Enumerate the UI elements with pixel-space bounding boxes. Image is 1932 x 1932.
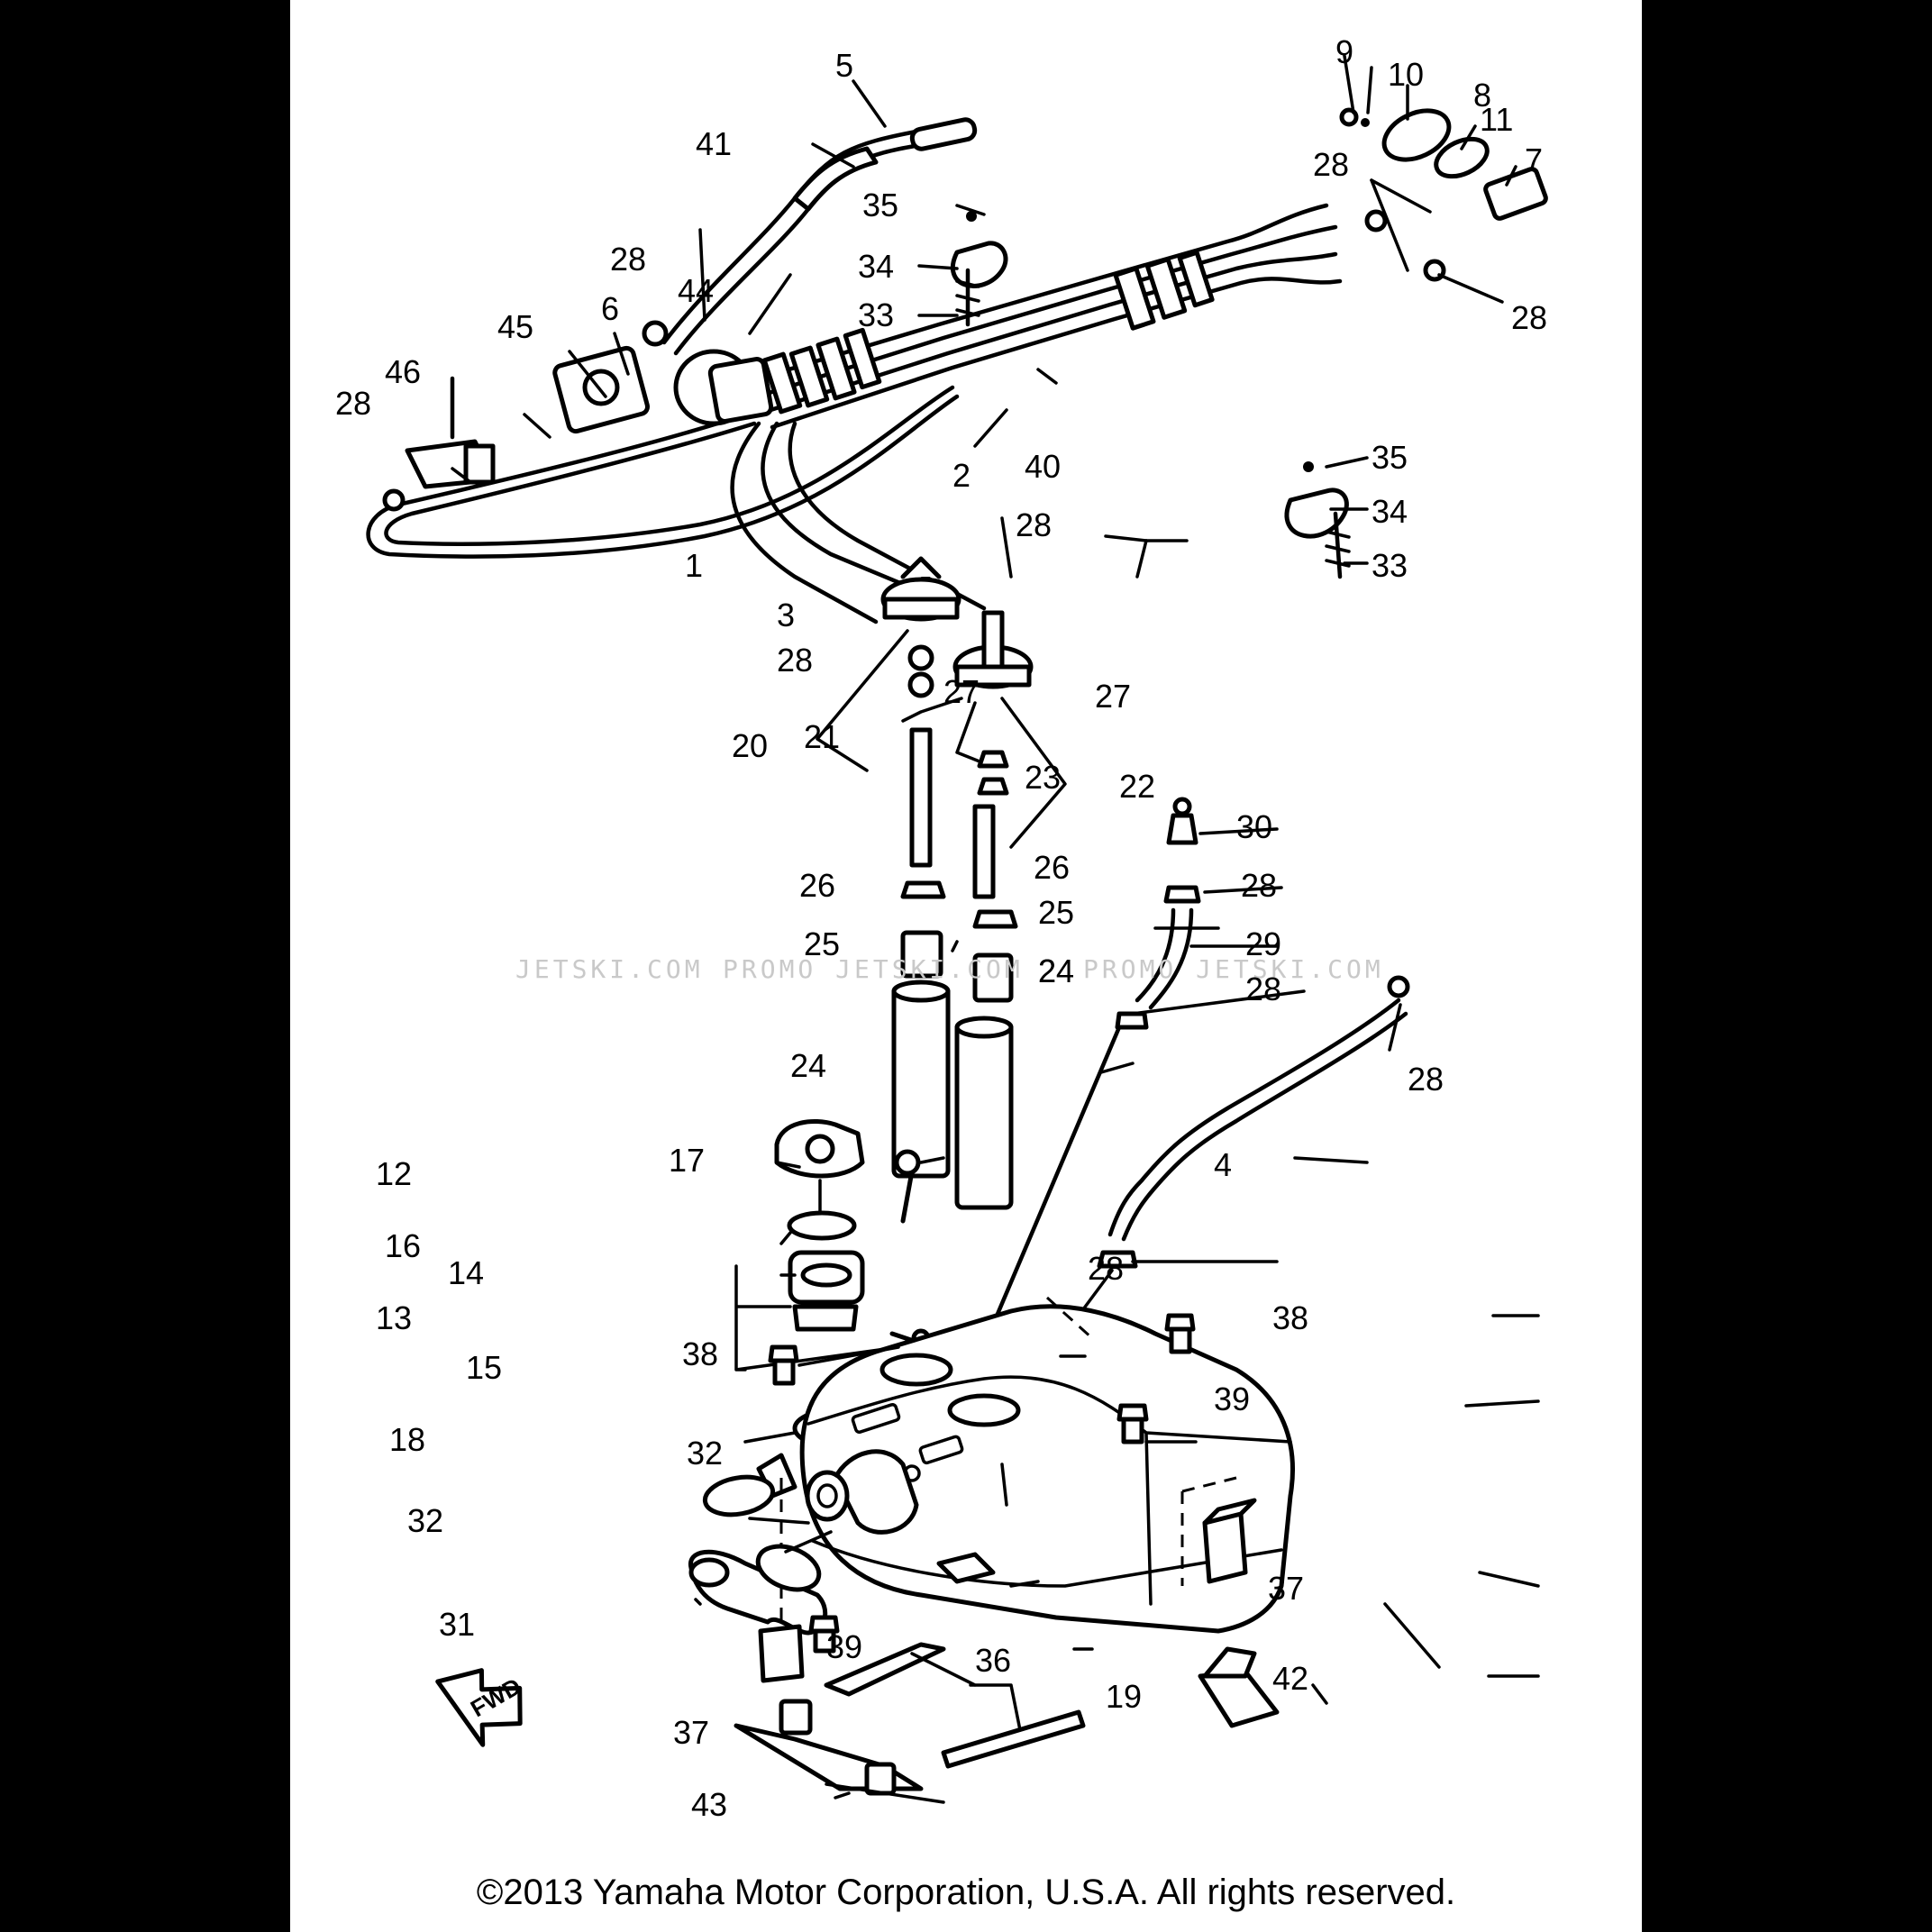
callout-38a: 38 [1272,1299,1308,1336]
callout-4: 4 [1214,1146,1232,1183]
watermark-right: PROMO JETSKI.COM [1083,954,1384,984]
callout-37b: 37 [673,1714,709,1751]
callout-18: 18 [389,1421,425,1458]
callout-11: 11 [1480,101,1513,138]
check-valve-left [880,556,961,698]
callout-34b: 34 [1372,493,1408,530]
callout-14: 14 [448,1254,484,1291]
pipe-left [909,727,933,868]
callout-46: 46 [385,353,421,390]
callout-7: 7 [1525,141,1543,178]
grommets-and-screens [891,880,1018,1210]
callout-16: 16 [385,1227,421,1264]
fuel-tank-exploded-view: FWD [335,33,1548,1823]
callout-44: 44 [678,272,714,309]
callout-27a: 27 [943,673,980,710]
callout-22: 22 [1119,768,1155,805]
copyright-notice: ©2013 Yamaha Motor Corporation, U.S.A. A… [476,1873,1456,1912]
callout-29: 29 [1245,925,1281,962]
callout-9: 9 [1335,33,1353,70]
callout-6: 6 [601,290,619,327]
callout-28h: 28 [1245,971,1281,1007]
leader-lines-20-22 [816,629,1067,849]
check-valve-right [952,610,1034,796]
callout-36: 36 [975,1642,1011,1679]
callout-34a: 34 [858,248,894,285]
callout-28f: 28 [1016,506,1052,543]
callout-28e: 28 [777,642,813,679]
callout-28i: 28 [1408,1061,1444,1098]
callout-28j: 28 [1088,1250,1124,1287]
callout-38b: 38 [682,1335,718,1372]
watermark-left: JETSKI.COM [515,954,704,984]
callout-3: 3 [777,597,795,633]
leader-lines-36 [910,1652,1022,1732]
callout-28d: 28 [1511,299,1547,336]
callout-25a: 25 [804,925,840,962]
callout-21: 21 [804,718,840,755]
callout-35b: 35 [1372,439,1408,476]
tank-dashed-lines [779,1296,1237,1622]
callout-28g: 28 [1241,867,1277,904]
callout-19: 19 [1106,1678,1142,1715]
fuel-filter-group [382,320,774,512]
hose-41-assembly [661,117,978,356]
callout-24b: 24 [1038,952,1074,989]
callout-42: 42 [1272,1660,1308,1697]
pipe-right [972,804,996,899]
parts-diagram-sheet: FWD [290,0,1642,1932]
callout-43: 43 [691,1786,727,1823]
callout-45: 45 [497,308,533,345]
callout-25b: 25 [1038,894,1074,931]
fuel-tank [756,1304,1295,1634]
watermark-center: PROMO JETSKI.COM [723,954,1024,984]
callout-41: 41 [696,125,732,162]
callout-13: 13 [376,1299,412,1336]
callout-28a: 28 [610,241,646,278]
callout-33b: 33 [1372,547,1408,584]
callout-30: 30 [1236,808,1272,845]
callout-39a: 39 [1214,1381,1250,1417]
callout-31: 31 [439,1606,475,1643]
fwd-arrow-icon: FWD [435,1668,525,1747]
callout-5: 5 [835,47,853,84]
callout-23: 23 [1025,759,1061,796]
vent-hoses-right [990,797,1410,1335]
callout-26a: 26 [799,867,835,904]
callout-35a: 35 [862,187,898,223]
hose-clamp-right [1284,461,1351,579]
callout-1: 1 [685,547,703,584]
callout-27b: 27 [1095,678,1131,715]
callout-32a: 32 [687,1435,723,1472]
callout-32b: 32 [407,1502,443,1539]
callout-10: 10 [1388,56,1424,93]
callout-2: 2 [952,457,971,494]
callout-15: 15 [466,1349,502,1386]
callout-8: 8 [1473,77,1491,114]
callout-40: 40 [1025,448,1061,485]
callout-26b: 26 [1034,849,1070,886]
callout-28c: 28 [1313,146,1349,183]
callout-20: 20 [732,727,768,764]
hose-clamp-upper [950,211,1008,327]
fuel-hose-bundle [366,203,1343,624]
callout-39b: 39 [826,1628,862,1665]
callout-28b: 28 [335,385,371,422]
bolts [768,1313,1196,1654]
callout-24a: 24 [790,1047,826,1084]
hose-clamps-32 [702,1474,833,1592]
callout-37a: 37 [1268,1570,1304,1607]
callout-24c: 24 [1038,952,1074,989]
callout-leaders [451,54,1540,1804]
callout-33a: 33 [858,296,894,333]
callout-12: 12 [376,1155,412,1192]
callout-17: 17 [669,1142,705,1179]
fuel-valve-group [1339,107,1548,282]
callout-labels: 1 2 3 4 5 6 7 8 9 10 11 12 13 14 15 16 1… [335,33,1547,1823]
